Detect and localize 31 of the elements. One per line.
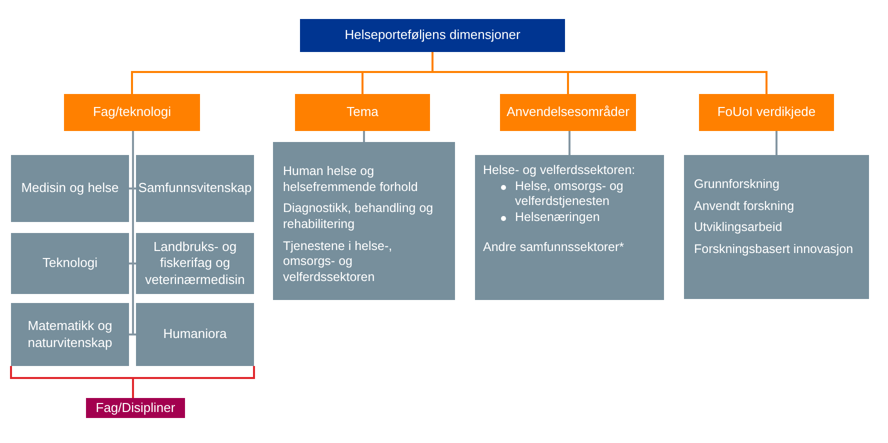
item-text: Utviklingsarbeid: [694, 220, 782, 236]
connector-line: [363, 131, 365, 142]
item-text: Helse- og velferdssektoren:: [483, 163, 636, 179]
category-header: Anvendelsesområder: [500, 94, 636, 131]
item-text: Helse, omsorgs- og velferdstjenesten: [515, 178, 624, 208]
category-header: FoUoI verdikjede: [699, 94, 834, 131]
content-panel: [273, 142, 455, 300]
item-text: Human helse og helsefremmende forhold: [283, 164, 419, 196]
label-box: Humaniora: [136, 303, 254, 366]
label-box: Teknologi: [11, 233, 129, 294]
content-panel: [684, 155, 869, 299]
category-header: Tema: [295, 94, 430, 131]
label-box: Medisin og helse: [11, 155, 129, 222]
item-text: Grunnforskning: [694, 177, 780, 193]
item-text: Helsenæringen: [515, 210, 600, 224]
bracket-line: [132, 366, 255, 398]
item-text: Tjenestene i helse-, omsorgs- og velferdssektoren: [283, 238, 394, 286]
item-text: Anvendt forskning: [694, 198, 794, 214]
label-box: Matematikk og naturvitenskap: [11, 303, 129, 366]
content-panel: [475, 155, 664, 300]
connector-line: [776, 131, 778, 155]
label-box: Fag/Disipliner: [86, 398, 185, 418]
connector-line: [568, 131, 570, 155]
label-box: Helseporteføljens dimensjoner: [300, 19, 565, 52]
item-text: Forskningsbasert innovasjon: [694, 242, 854, 258]
item-text: Andre samfunnssektorer*: [483, 240, 624, 256]
connector-line: [432, 52, 768, 94]
category-header: Fag/teknologi: [64, 94, 200, 131]
label-box: Samfunnsvitenskap: [136, 155, 254, 222]
label-box: Landbruks- og fiskerifag og veterinærmedisin: [136, 233, 254, 294]
item-text: Diagnostikk, behandling og rehabilitering: [283, 201, 434, 232]
